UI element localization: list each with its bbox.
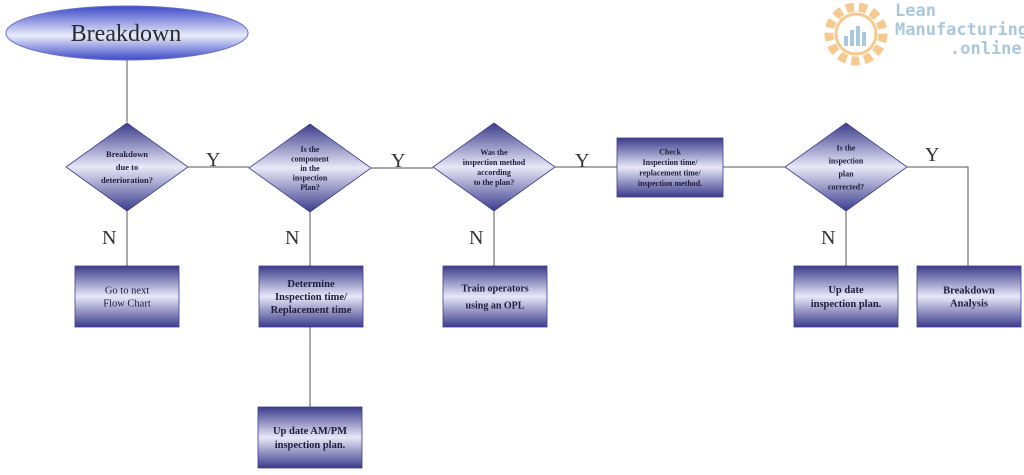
node-text-line: due to bbox=[116, 162, 138, 172]
process-shape bbox=[74, 265, 180, 328]
node-text-line: inspection plan. bbox=[811, 299, 882, 310]
node-text-line: Flow Chart bbox=[103, 299, 151, 310]
decision-d1: Breakdown due to deterioration? bbox=[65, 122, 189, 212]
start-node-title: Breakdown bbox=[71, 21, 182, 47]
yes-label-d2: Y bbox=[391, 150, 405, 172]
yes-label-d4: Y bbox=[925, 144, 939, 166]
node-text-line: Breakdown bbox=[943, 286, 995, 297]
decision-shape bbox=[432, 122, 556, 212]
node-text-line: Train operators bbox=[461, 284, 528, 295]
node-text-line: using an OPL bbox=[466, 301, 525, 312]
node-text-line: Is the bbox=[301, 145, 320, 154]
process-p-update-plan: Up date inspection plan. bbox=[793, 265, 899, 328]
process-shape bbox=[257, 406, 363, 469]
node-text-line: inspection bbox=[829, 156, 864, 165]
node-text-line: Inspection time/ bbox=[643, 158, 699, 167]
node-text-line: Was the bbox=[480, 148, 508, 157]
no-label-d4: N bbox=[821, 227, 835, 249]
node-text-line: Plan? bbox=[300, 183, 320, 192]
node-text-line: Up date bbox=[828, 285, 864, 296]
node-text-line: inspection bbox=[293, 173, 328, 182]
node-text-line: component bbox=[291, 154, 329, 163]
node-text-line: Check bbox=[659, 148, 681, 157]
yes-label-d1: Y bbox=[206, 149, 220, 171]
process-shape bbox=[442, 265, 548, 328]
start-node: Breakdown bbox=[5, 5, 249, 61]
node-text-line: Replacement time bbox=[271, 305, 352, 316]
branch-labels: Y Y Y Y N N N N bbox=[102, 144, 939, 249]
node-text-line: in the bbox=[300, 164, 320, 173]
node-text-line: according bbox=[477, 168, 511, 177]
no-label-d3: N bbox=[469, 227, 483, 249]
node-text-line: corrected? bbox=[828, 182, 864, 191]
node-text-line: Up date AM/PM bbox=[273, 426, 347, 437]
node-text-line: Is the bbox=[837, 143, 856, 152]
process-shape bbox=[258, 265, 364, 328]
node-text-line: to the plan? bbox=[474, 178, 514, 187]
connectors bbox=[126, 60, 969, 407]
gear-icon bbox=[824, 2, 888, 66]
decision-shape bbox=[65, 122, 189, 212]
logo-line-3: .online bbox=[950, 39, 1022, 59]
node-text-line: inspection plan. bbox=[275, 440, 346, 451]
no-label-d1: N bbox=[102, 227, 116, 249]
process-shape bbox=[793, 265, 899, 328]
node-text-line: Inspection time/ bbox=[275, 292, 348, 303]
no-label-d2: N bbox=[285, 227, 299, 249]
node-text-line: Analysis bbox=[950, 299, 988, 310]
decision-d4: Is the inspection plan corrected? bbox=[784, 122, 908, 212]
node-text-line: inspection method. bbox=[638, 179, 702, 188]
decision-shape bbox=[784, 122, 908, 212]
node-text-line: Breakdown bbox=[106, 149, 148, 159]
node-text-line: plan bbox=[838, 169, 854, 178]
decision-shape bbox=[248, 123, 372, 213]
node-text-line: replacement time/ bbox=[639, 169, 701, 178]
logo-line-2: Manufacturing bbox=[895, 20, 1024, 40]
logo-line-1: Lean bbox=[895, 1, 936, 21]
logo: Lean Manufacturing .online bbox=[814, 0, 1024, 70]
process-shape bbox=[916, 265, 1022, 328]
connector-d4-analysis bbox=[907, 166, 969, 266]
process-p-train: Train operators using an OPL bbox=[442, 265, 548, 328]
node-text-line: deterioration? bbox=[101, 175, 153, 185]
process-shape bbox=[616, 137, 724, 198]
process-p-update-ampm: Up date AM/PM inspection plan. bbox=[257, 406, 363, 469]
node-text-line: Determine bbox=[287, 279, 335, 290]
node-text-line: Go to next bbox=[105, 286, 149, 297]
node-text-line: inspection method bbox=[463, 158, 526, 167]
yes-label-d3: Y bbox=[575, 150, 589, 172]
